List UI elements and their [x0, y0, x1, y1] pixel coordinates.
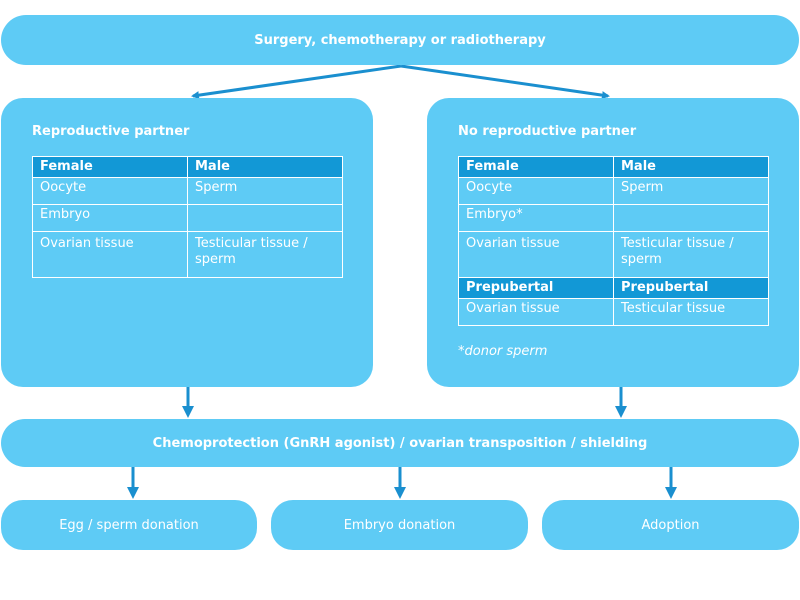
header-male: Male: [613, 156, 769, 178]
table-cell: [187, 204, 343, 232]
reproductive-partner-title: Reproductive partner: [32, 124, 190, 139]
egg-sperm-donation-box: Egg / sperm donation: [1, 500, 257, 550]
no-reproductive-partner-table: Female Male Oocyte Sperm Embryo* Ovarian…: [458, 156, 769, 326]
header-female: Female: [458, 156, 614, 178]
treatment-label: Surgery, chemotherapy or radiotherapy: [254, 32, 546, 48]
arrowhead-left-panel: [182, 406, 194, 418]
table-cell: Ovarian tissue: [32, 231, 188, 278]
table-cell: Ovarian tissue: [458, 298, 614, 326]
table-cell: Ovarian tissue: [458, 231, 614, 278]
table-cell: [613, 204, 769, 232]
embryo-donation-box: Embryo donation: [271, 500, 528, 550]
table-row: Oocyte Sperm: [458, 177, 769, 205]
arrowhead-egg-sperm-donation: [127, 487, 139, 499]
arrow-to-no-reproductive-partner: [400, 64, 610, 100]
chemoprotection-box: Chemoprotection (GnRH agonist) / ovarian…: [1, 419, 799, 467]
prepubertal-header-row: Prepubertal Prepubertal: [458, 277, 769, 299]
table-cell: Embryo*: [458, 204, 614, 232]
arrowhead-right-panel: [615, 406, 627, 418]
header-prepubertal-female: Prepubertal: [458, 277, 614, 299]
table-row: Ovarian tissue Testicular tissue / sperm: [32, 231, 343, 278]
donor-sperm-note: *donor sperm: [458, 344, 548, 359]
table-cell: Oocyte: [32, 177, 188, 205]
table-cell: Oocyte: [458, 177, 614, 205]
table-row: Embryo: [32, 204, 343, 232]
table-cell: Testicular tissue / sperm: [613, 231, 769, 278]
treatment-box: Surgery, chemotherapy or radiotherapy: [1, 15, 799, 65]
header-prepubertal-male: Prepubertal: [613, 277, 769, 299]
table-row: Ovarian tissue Testicular tissue: [458, 298, 769, 326]
table-header-row: Female Male: [32, 156, 343, 178]
table-cell: Testicular tissue / sperm: [187, 231, 343, 278]
table-row: Embryo*: [458, 204, 769, 232]
reproductive-partner-panel: Reproductive partner Female Male Oocyte …: [1, 98, 373, 387]
arrow-to-reproductive-partner: [191, 64, 402, 100]
table-cell: Sperm: [613, 177, 769, 205]
table-cell: Testicular tissue: [613, 298, 769, 326]
table-cell: Sperm: [187, 177, 343, 205]
arrowhead-embryo-donation: [394, 487, 406, 499]
chemoprotection-label: Chemoprotection (GnRH agonist) / ovarian…: [152, 435, 648, 451]
header-female: Female: [32, 156, 188, 178]
table-row: Ovarian tissue Testicular tissue / sperm: [458, 231, 769, 278]
adoption-label: Adoption: [641, 517, 700, 533]
arrowhead-adoption: [665, 487, 677, 499]
table-header-row: Female Male: [458, 156, 769, 178]
no-reproductive-partner-title: No reproductive partner: [458, 124, 637, 139]
egg-sperm-donation-label: Egg / sperm donation: [59, 517, 199, 533]
embryo-donation-label: Embryo donation: [343, 517, 456, 533]
table-cell: Embryo: [32, 204, 188, 232]
header-male: Male: [187, 156, 343, 178]
adoption-box: Adoption: [542, 500, 799, 550]
reproductive-partner-table: Female Male Oocyte Sperm Embryo Ovarian …: [32, 156, 343, 278]
no-reproductive-partner-panel: No reproductive partner Female Male Oocy…: [427, 98, 799, 387]
table-row: Oocyte Sperm: [32, 177, 343, 205]
